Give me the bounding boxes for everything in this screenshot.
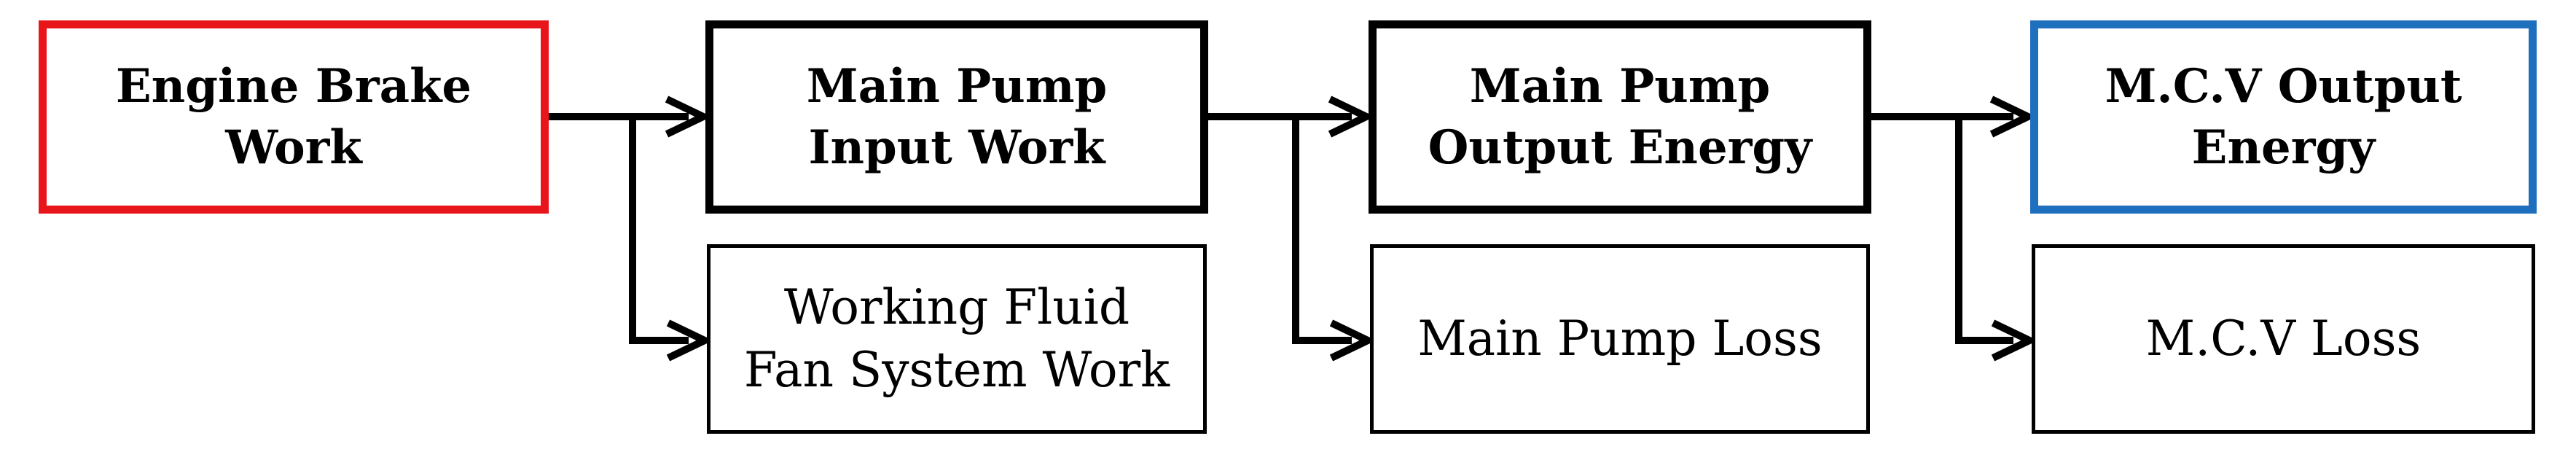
main-pump-loss-box: Main Pump Loss bbox=[1370, 244, 1870, 434]
main-pump-loss-label: Main Pump Loss bbox=[1417, 311, 1823, 367]
engine-brake-work-label: Engine Brake Work bbox=[115, 59, 472, 175]
main-pump-output-energy-label: Main Pump Output Energy bbox=[1428, 59, 1812, 175]
main-pump-input-work-box: Main Pump Input Work bbox=[705, 20, 1208, 214]
branch-engine-to-fan bbox=[629, 117, 689, 344]
arrowhead-pump-input-to-output bbox=[1328, 95, 1375, 138]
main-pump-input-work-label: Main Pump Input Work bbox=[806, 59, 1108, 175]
fan-system-work-box: Working Fluid Fan System Work bbox=[707, 244, 1207, 434]
arrowhead-engine-to-fan bbox=[666, 319, 713, 362]
mcv-output-energy-box: M.C.V Output Energy bbox=[2030, 20, 2537, 214]
branch-pump-input-to-loss bbox=[1292, 117, 1352, 344]
arrowhead-mcv-loss bbox=[1991, 319, 2038, 362]
engine-brake-work-box: Engine Brake Work bbox=[39, 20, 549, 214]
mcv-output-energy-label: M.C.V Output Energy bbox=[2105, 59, 2462, 175]
mcv-loss-label: M.C.V Loss bbox=[2145, 311, 2422, 367]
main-pump-output-energy-box: Main Pump Output Energy bbox=[1369, 20, 1871, 214]
branch-pump-output-to-mcv-loss bbox=[1955, 117, 2013, 344]
fan-system-work-label: Working Fluid Fan System Work bbox=[743, 279, 1170, 398]
arrowhead-pump-output-to-mcv bbox=[1989, 95, 2037, 138]
arrowhead-pump-loss bbox=[1329, 319, 1377, 362]
arrowhead-engine-to-pump-input bbox=[665, 95, 712, 138]
mcv-loss-box: M.C.V Loss bbox=[2032, 244, 2535, 434]
